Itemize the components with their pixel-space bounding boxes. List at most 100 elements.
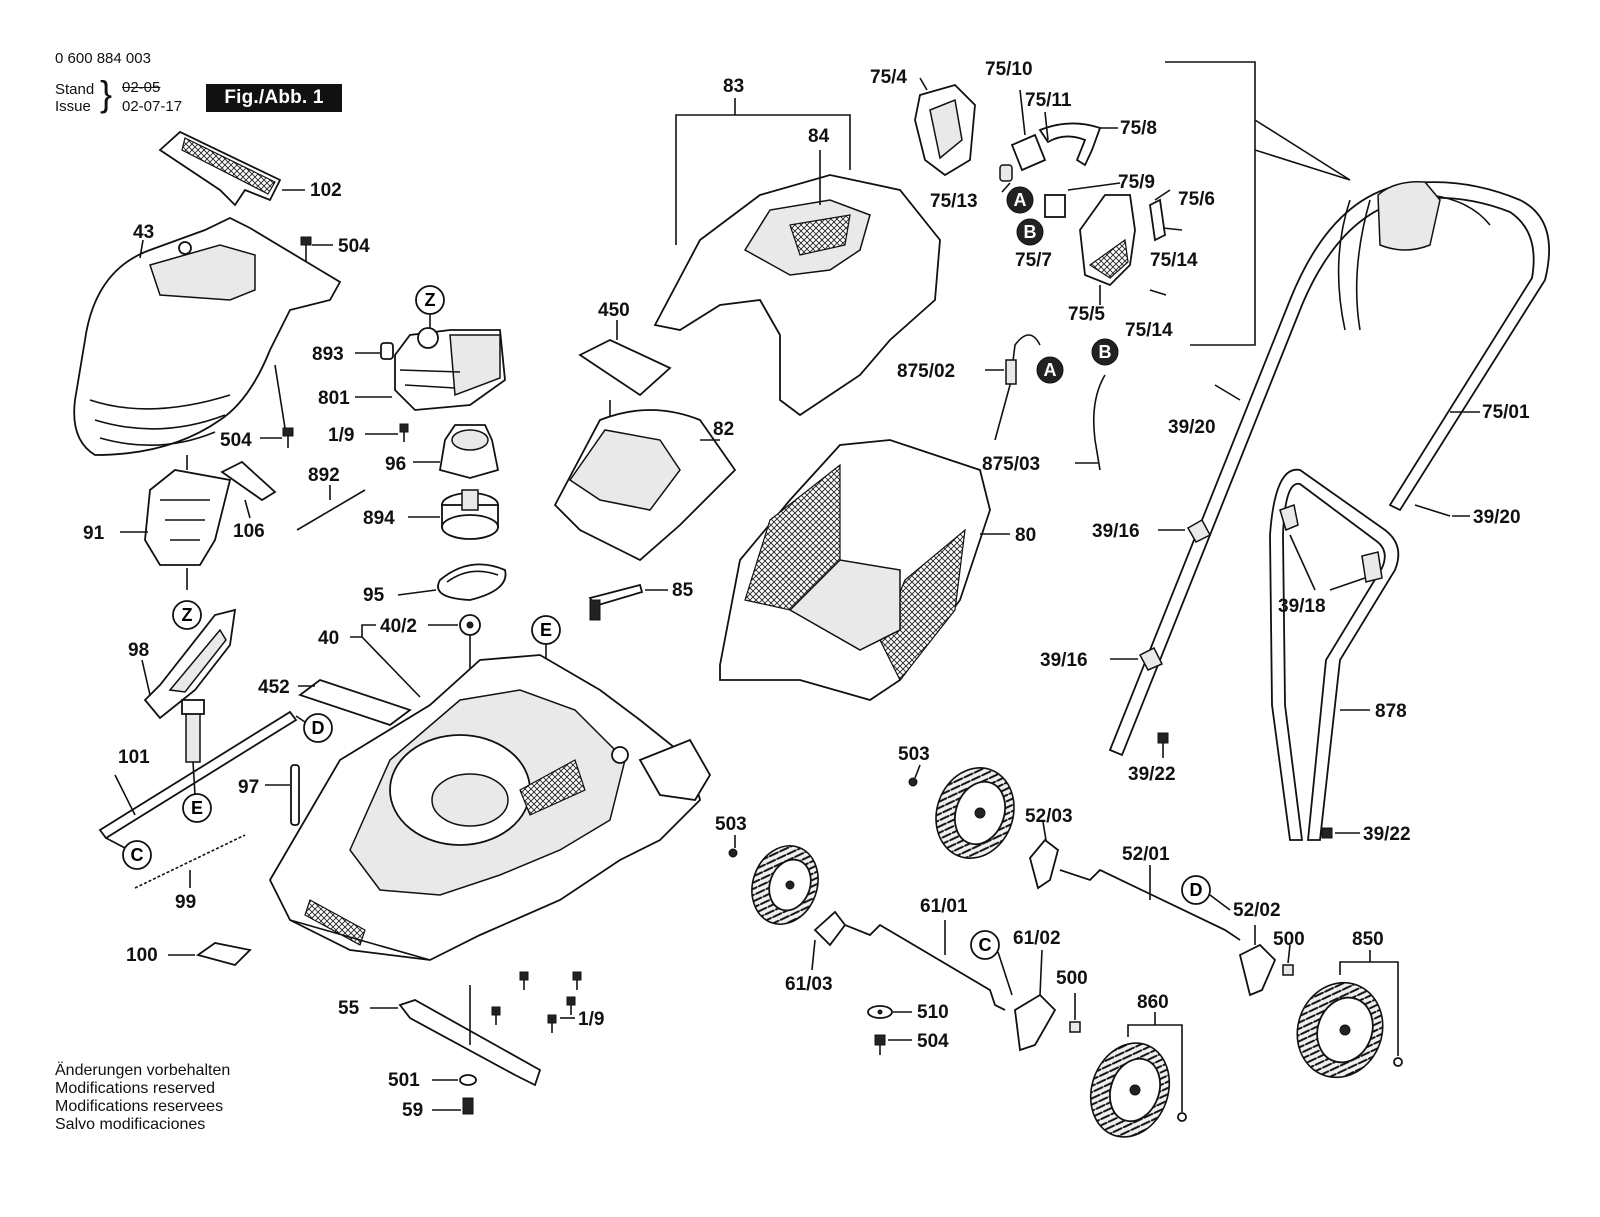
svg-text:B: B xyxy=(1024,222,1037,242)
motor-801 xyxy=(355,327,506,411)
label-75-14b: 75/14 xyxy=(1125,320,1173,341)
label-75-6: 75/6 xyxy=(1178,189,1215,210)
label-84: 84 xyxy=(808,126,830,147)
svg-text:Z: Z xyxy=(182,605,193,625)
old-date: 02-05 xyxy=(122,79,161,96)
label-52-01: 52/01 xyxy=(1122,844,1170,865)
stand-label: Stand xyxy=(55,81,95,98)
nut-500-right xyxy=(1282,944,1294,976)
washer-510 xyxy=(867,1005,912,1019)
label-91: 91 xyxy=(83,523,105,544)
issue-label: Issue xyxy=(55,98,91,115)
label-501: 501 xyxy=(388,1070,420,1091)
label-39-20a: 39/20 xyxy=(1168,417,1216,438)
screws-39-22 xyxy=(1157,732,1360,839)
blade-55 xyxy=(370,985,542,1087)
label-504a: 504 xyxy=(338,236,370,257)
label-850: 850 xyxy=(1352,929,1384,950)
switch-parts-cluster xyxy=(999,89,1121,218)
marker-d-right: D xyxy=(1181,875,1231,911)
screws-75-14 xyxy=(1149,227,1183,296)
grass-box-80 xyxy=(719,439,1010,701)
adjusting-axle-101 xyxy=(98,699,306,849)
label-1-9a: 1/9 xyxy=(328,425,354,446)
bracket-52-03 xyxy=(1029,821,1060,890)
marker-e-left: E xyxy=(182,793,212,823)
label-503a: 503 xyxy=(898,744,930,765)
knobs-39-16 xyxy=(1110,518,1212,671)
switch-box-91 xyxy=(120,455,232,590)
screws-39-20 xyxy=(1214,384,1470,517)
svg-text:C: C xyxy=(131,845,144,865)
wheel-860 xyxy=(1089,1012,1187,1138)
label-75-01: 75/01 xyxy=(1482,402,1530,423)
part-labels: 102 43 504 504 893 801 1/9 96 892 894 91… xyxy=(83,59,1530,1121)
svg-text:Z: Z xyxy=(425,290,436,310)
label-39-22a: 39/22 xyxy=(1128,764,1176,785)
cable-892 xyxy=(296,485,366,531)
pin-97 xyxy=(265,764,300,826)
label-39-16a: 39/16 xyxy=(1092,521,1140,542)
label-82: 82 xyxy=(713,419,734,440)
marker-z-top: Z xyxy=(415,285,445,330)
label-875-02: 875/02 xyxy=(897,361,955,382)
label-98: 98 xyxy=(128,640,149,661)
label-61-01: 61/01 xyxy=(920,896,968,917)
note-line: Modifications reservees xyxy=(55,1098,224,1115)
screw-1-9-top xyxy=(365,423,409,442)
label-75-8: 75/8 xyxy=(1120,118,1157,139)
modification-notes: Änderungen vorbehalten Modifications res… xyxy=(55,1062,230,1134)
figure-badge: Fig./Abb. 1 xyxy=(206,84,342,112)
screw-504-top xyxy=(300,236,333,262)
note-line: Modifications reserved xyxy=(55,1080,216,1097)
bracket-83 xyxy=(675,98,851,245)
label-75-10: 75/10 xyxy=(985,59,1033,80)
label-55: 55 xyxy=(338,998,360,1019)
carry-handle-102 xyxy=(158,130,305,207)
svg-text:E: E xyxy=(191,798,203,818)
wheel-front-left xyxy=(728,835,819,925)
label-510: 510 xyxy=(917,1002,949,1023)
marker-c-left: C xyxy=(122,840,152,870)
clip-106 xyxy=(220,460,277,519)
bracket-40 xyxy=(350,624,421,698)
label-75-5: 75/5 xyxy=(1068,304,1105,325)
label-102: 102 xyxy=(310,180,342,201)
label-75-9: 75/9 xyxy=(1118,172,1155,193)
label-39-18: 39/18 xyxy=(1278,596,1326,617)
svg-text:C: C xyxy=(979,935,992,955)
belt-95 xyxy=(397,563,507,601)
label-75-14a: 75/14 xyxy=(1150,250,1198,271)
marker-z-lower: Z xyxy=(172,600,202,630)
washer-501 xyxy=(432,1074,477,1086)
height-lever-98 xyxy=(141,608,237,720)
label-80: 80 xyxy=(1015,525,1036,546)
label-85: 85 xyxy=(672,580,694,601)
axle-52-01 xyxy=(1059,865,1241,941)
label-75-4: 75/4 xyxy=(870,67,907,88)
spring-99 xyxy=(134,834,246,889)
brush-893 xyxy=(355,342,394,360)
label-504b: 504 xyxy=(220,430,252,451)
lower-handle-878 xyxy=(1269,468,1400,841)
label-96: 96 xyxy=(385,454,406,475)
bracket-61-02 xyxy=(1014,949,1057,1052)
svg-text:E: E xyxy=(540,620,552,640)
label-875-03: 875/03 xyxy=(982,454,1040,475)
screw-504-side xyxy=(260,364,294,448)
label-500a: 500 xyxy=(1273,929,1305,950)
lid-82 xyxy=(553,409,737,562)
marker-d-left: D xyxy=(303,713,333,743)
label-500b: 500 xyxy=(1056,968,1088,989)
marker-a-top: A xyxy=(1006,186,1034,214)
label-40-2: 40/2 xyxy=(380,616,417,637)
wheel-rear-upper xyxy=(908,764,1015,859)
bracket-61-03 xyxy=(811,910,847,971)
label-894: 894 xyxy=(363,508,395,529)
label-59: 59 xyxy=(402,1100,423,1121)
cable-875-03 xyxy=(1075,374,1106,471)
bolt-59 xyxy=(432,1097,474,1115)
screw-504-wheel xyxy=(874,1034,912,1055)
